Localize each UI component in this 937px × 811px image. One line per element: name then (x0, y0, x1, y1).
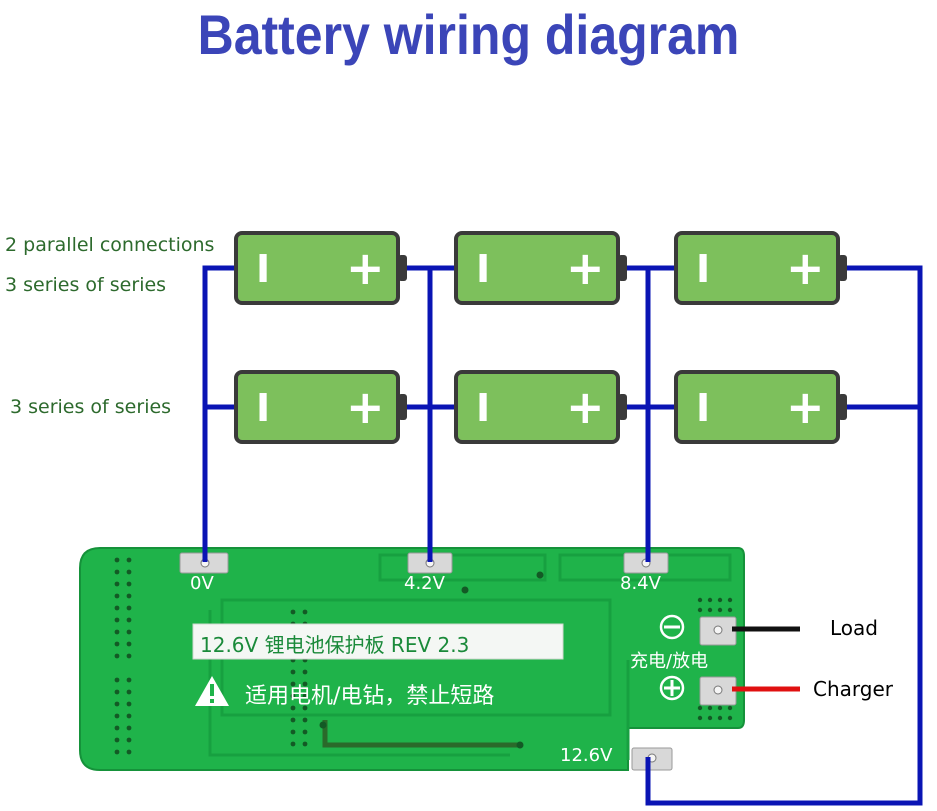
pad-4v2-label: 4.2V (404, 573, 445, 594)
battery-minus-symbol: I (256, 247, 270, 291)
battery-plus-symbol: + (566, 241, 605, 295)
battery-minus-symbol: I (476, 386, 490, 430)
load-label: Load (830, 616, 878, 640)
battery-plus-symbol: + (566, 380, 605, 434)
protection-board (79, 547, 745, 771)
battery-cell-6: I+ (674, 370, 847, 444)
battery-wires (202, 265, 923, 806)
pad-12v6-label: 12.6V (560, 745, 613, 766)
battery-minus-symbol: I (696, 386, 710, 430)
battery-cell-1: I+ (234, 231, 407, 305)
battery-plus-symbol: + (346, 380, 385, 434)
series-label-top: 3 series of series (5, 274, 167, 296)
warning-icon (195, 676, 229, 706)
pad-0v-label: 0V (190, 573, 214, 594)
battery-cell-2: I+ (454, 231, 627, 305)
battery-minus-symbol: I (256, 386, 270, 430)
board-minus-icon (659, 614, 685, 640)
charger-label: Charger (813, 677, 893, 701)
battery-cell-3: I+ (674, 231, 847, 305)
battery-plus-symbol: + (346, 241, 385, 295)
battery-cell-4: I+ (234, 370, 407, 444)
warning-text: 适用电机/电钻，禁止短路 (245, 684, 495, 709)
charge-discharge-label: 充电/放电 (630, 651, 709, 672)
battery-array: I+I+I+I+I+I+ (234, 231, 847, 444)
battery-plus-symbol: + (786, 241, 825, 295)
parallel-label: 2 parallel connections (5, 234, 215, 256)
battery-minus-symbol: I (476, 247, 490, 291)
board-plus-icon (659, 675, 685, 701)
page-title: Battery wiring diagram (197, 3, 740, 67)
battery-cell-5: I+ (454, 370, 627, 444)
pad-8v4-label: 8.4V (620, 573, 661, 594)
series-label-bottom: 3 series of series (10, 396, 172, 418)
board-title: 12.6V 锂电池保护板 REV 2.3 (200, 633, 470, 657)
battery-minus-symbol: I (696, 247, 710, 291)
battery-plus-symbol: + (786, 380, 825, 434)
